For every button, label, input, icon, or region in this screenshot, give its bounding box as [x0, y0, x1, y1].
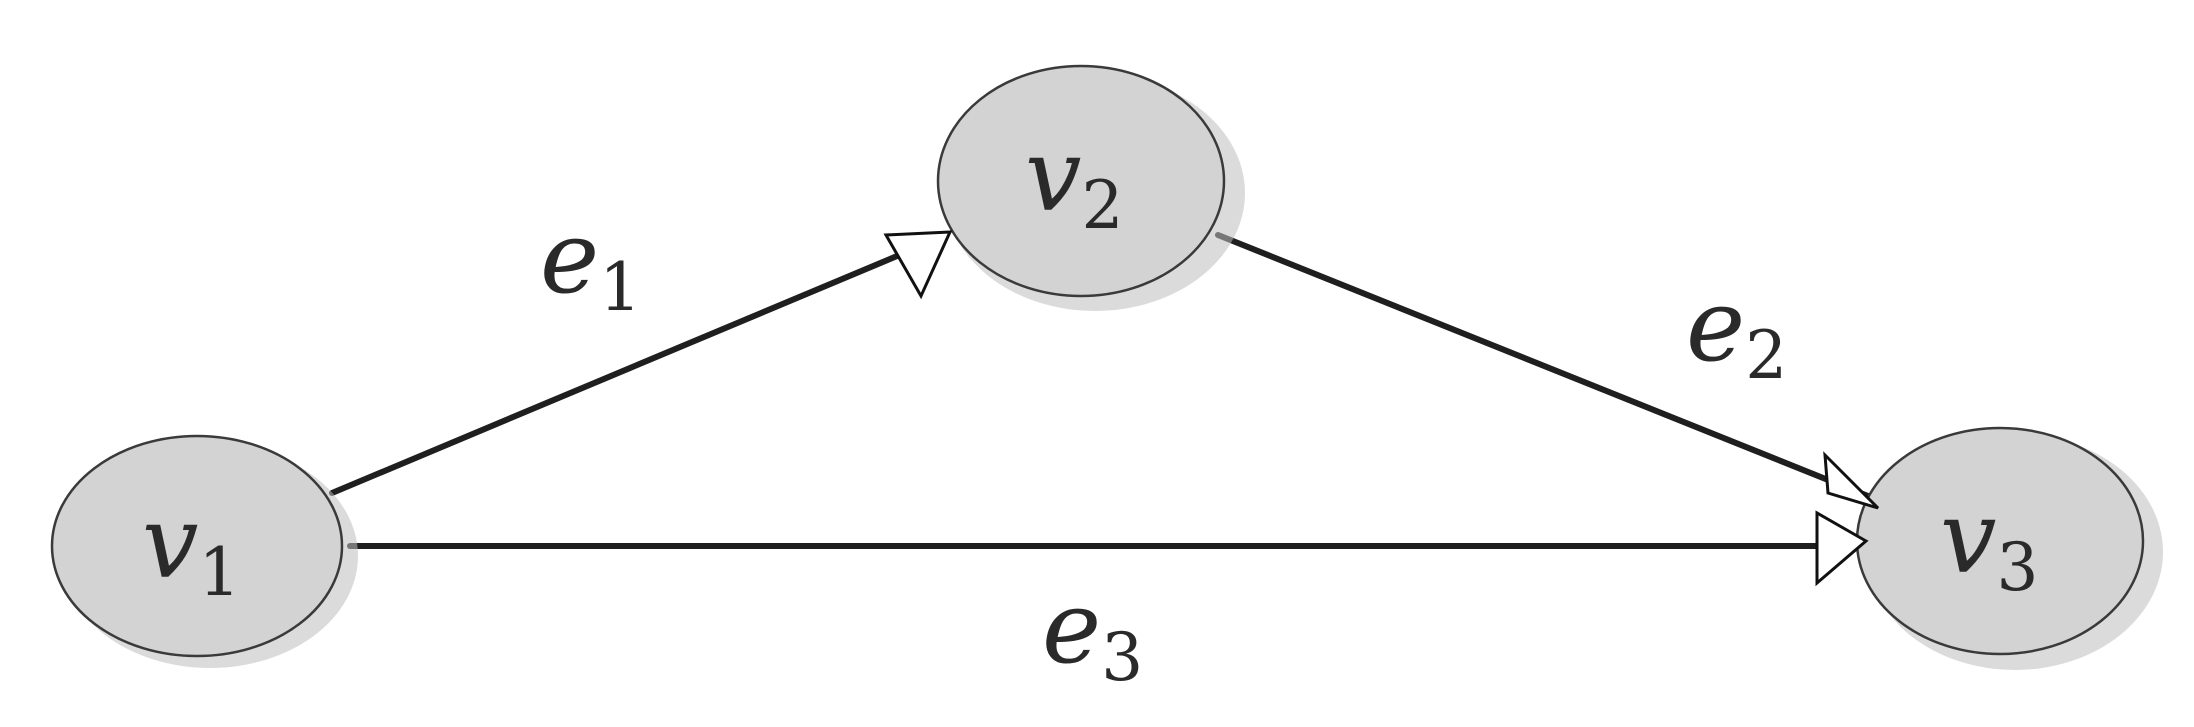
node-v3-label-sub: 3 — [1997, 529, 2039, 606]
node-v2-label-base: v — [1025, 117, 1082, 234]
node-v3: v3 — [1855, 426, 2163, 670]
edge-e1-label-base: e — [540, 199, 599, 316]
node-v3-label-base: v — [1940, 479, 1997, 596]
node-v3-label: v3 — [1940, 479, 2039, 606]
node-v2-circle — [936, 64, 1226, 298]
edge-e3-label-sub: 3 — [1101, 619, 1143, 696]
node-v1-circle — [50, 434, 344, 658]
edge-e2-label-base: e — [1686, 267, 1745, 384]
edge-e1-arrowhead — [883, 230, 953, 300]
edge-e2-label-sub: 2 — [1745, 317, 1787, 394]
edges — [329, 232, 1871, 549]
node-v1-label: v1 — [142, 484, 241, 611]
edge-e3-arrowhead — [1815, 510, 1869, 587]
node-v2: v2 — [936, 64, 1245, 311]
edge-e3-label: e3 — [1042, 569, 1143, 696]
node-v1-label-sub: 1 — [199, 534, 241, 611]
edge-labels: e1 e2 e3 — [540, 199, 1787, 696]
edge-e3-label-base: e — [1042, 569, 1101, 686]
edge-e2-label: e2 — [1686, 267, 1787, 394]
edge-e1-label: e1 — [540, 199, 641, 326]
edge-e1-label-sub: 1 — [599, 249, 641, 326]
edge-e1-line — [329, 235, 943, 496]
edge-e2-arrowhead — [1823, 451, 1880, 510]
node-v2-label: v2 — [1025, 117, 1124, 244]
arrowheads — [883, 230, 1880, 587]
node-v1-label-base: v — [142, 484, 199, 601]
node-v1: v1 — [50, 434, 358, 668]
node-v2-label-sub: 2 — [1082, 167, 1124, 244]
edge-e2-line — [1215, 232, 1871, 499]
